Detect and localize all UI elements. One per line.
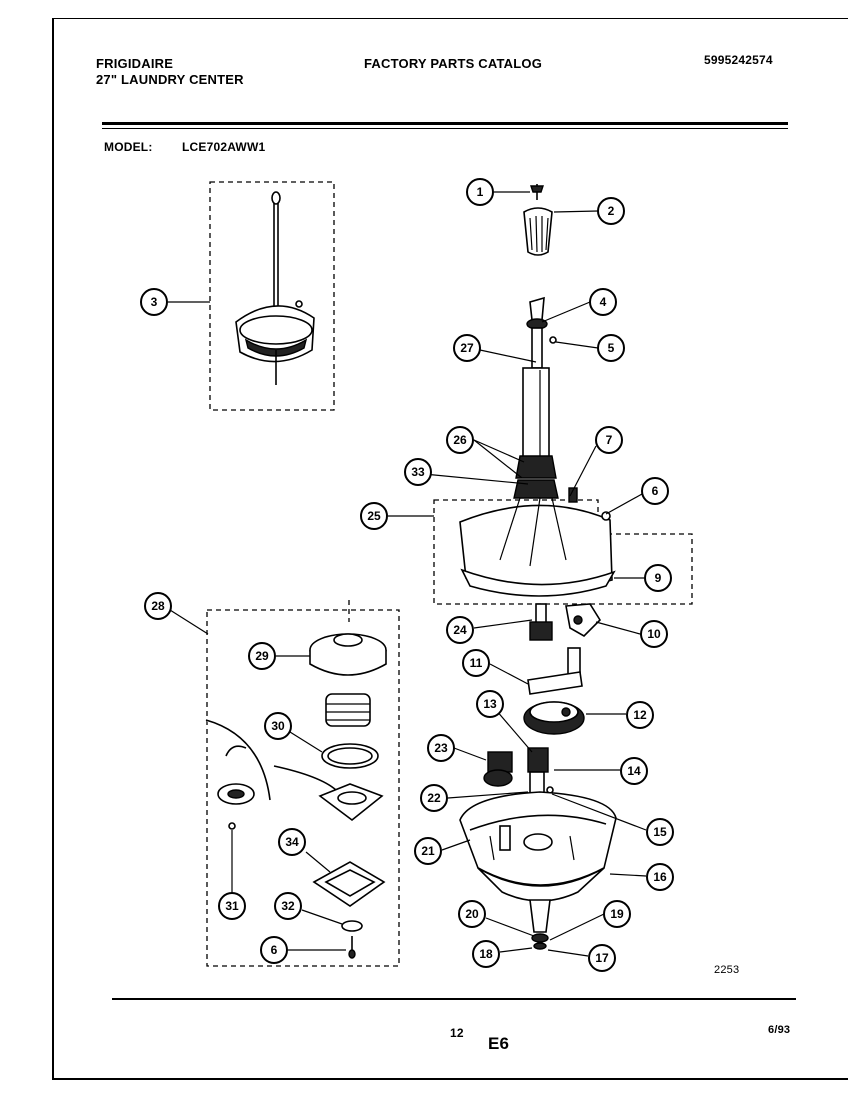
callout-2: 2 xyxy=(597,197,625,225)
model-value: LCE702AWW1 xyxy=(182,140,266,154)
svg-text:29: 29 xyxy=(255,649,269,663)
callout-16: 16 xyxy=(646,863,674,891)
svg-text:27: 27 xyxy=(460,341,474,355)
part-24-pinion xyxy=(529,603,553,641)
callout-10: 10 xyxy=(640,620,668,648)
part-10-cam xyxy=(565,603,602,637)
svg-text:17: 17 xyxy=(595,951,609,965)
callout-7: 7 xyxy=(595,426,623,454)
svg-text:21: 21 xyxy=(421,844,435,858)
callout-14: 14 xyxy=(620,757,648,785)
part-3-drive-assembly xyxy=(209,181,335,411)
svg-text:4: 4 xyxy=(600,295,607,309)
svg-text:11: 11 xyxy=(470,656,483,670)
svg-text:20: 20 xyxy=(465,907,479,921)
catalog-date: 6/93 xyxy=(768,1024,791,1036)
svg-text:15: 15 xyxy=(653,825,667,839)
part-2-cap xyxy=(523,207,553,256)
callout-34: 34 xyxy=(278,828,306,856)
svg-text:12: 12 xyxy=(633,708,647,722)
callout-20: 20 xyxy=(458,900,486,928)
svg-text:7: 7 xyxy=(606,433,613,447)
callout-23: 23 xyxy=(427,734,455,762)
svg-text:14: 14 xyxy=(627,764,641,778)
part-12-gear xyxy=(523,701,585,735)
callout-27: 27 xyxy=(453,334,481,362)
svg-text:16: 16 xyxy=(653,870,667,884)
svg-text:2: 2 xyxy=(608,204,615,218)
part-1-screw xyxy=(530,184,544,200)
callout-28: 28 xyxy=(144,592,172,620)
callout-26: 26 xyxy=(446,426,474,454)
header-brand-block: FRIGIDAIRE 27" LAUNDRY CENTER xyxy=(96,56,244,88)
svg-text:13: 13 xyxy=(483,697,497,711)
svg-text:31: 31 xyxy=(225,899,239,913)
footer-rule xyxy=(112,998,796,1000)
callout-24: 24 xyxy=(446,616,474,644)
section-code: E6 xyxy=(488,1034,510,1053)
callout-32: 32 xyxy=(274,892,302,920)
svg-text:28: 28 xyxy=(151,599,165,613)
leader-lines xyxy=(168,191,647,957)
svg-text:10: 10 xyxy=(647,627,661,641)
part-16-gearcase xyxy=(459,791,617,902)
svg-text:30: 30 xyxy=(271,719,285,733)
svg-text:6: 6 xyxy=(271,943,278,957)
parts-17-20-stack xyxy=(529,899,551,950)
svg-text:25: 25 xyxy=(367,509,381,523)
part-23-gear xyxy=(483,751,513,787)
callout-6-upper: 6 xyxy=(641,477,669,505)
model-label: MODEL: xyxy=(104,140,153,154)
callout-31: 31 xyxy=(218,892,246,920)
svg-text:26: 26 xyxy=(453,433,467,447)
svg-text:24: 24 xyxy=(453,623,467,637)
callout-11: 11 xyxy=(462,649,490,677)
callout-30: 30 xyxy=(264,712,292,740)
page-border xyxy=(52,18,848,1080)
callout-15: 15 xyxy=(646,818,674,846)
product-name: 27" LAUNDRY CENTER xyxy=(96,72,244,87)
callout-1: 1 xyxy=(466,178,494,206)
callout-6-lower: 6 xyxy=(260,936,288,964)
callout-12: 12 xyxy=(626,701,654,729)
svg-text:3: 3 xyxy=(151,295,158,309)
catalog-number: 5995242574 xyxy=(704,53,773,67)
callout-18: 18 xyxy=(472,940,500,968)
svg-text:9: 9 xyxy=(655,571,662,585)
part-28-assembly xyxy=(205,600,400,967)
callout-5: 5 xyxy=(597,334,625,362)
svg-text:18: 18 xyxy=(479,947,493,961)
svg-text:32: 32 xyxy=(281,899,295,913)
callout-21: 21 xyxy=(414,837,442,865)
callout-13: 13 xyxy=(476,690,504,718)
svg-text:1: 1 xyxy=(477,185,484,199)
callout-17: 17 xyxy=(588,944,616,972)
svg-text:5: 5 xyxy=(608,341,615,355)
svg-text:6: 6 xyxy=(652,484,659,498)
svg-text:19: 19 xyxy=(610,907,624,921)
callout-29: 29 xyxy=(248,642,276,670)
svg-text:34: 34 xyxy=(285,835,299,849)
figure-code: 2253 xyxy=(714,964,740,976)
callout-3: 3 xyxy=(140,288,168,316)
callout-9: 9 xyxy=(644,564,672,592)
svg-text:22: 22 xyxy=(427,791,441,805)
header-rule xyxy=(102,122,788,125)
part-11-link xyxy=(527,647,583,695)
svg-text:23: 23 xyxy=(434,741,448,755)
header-rule-thin xyxy=(102,128,788,129)
svg-text:33: 33 xyxy=(411,465,425,479)
callout-25: 25 xyxy=(360,502,388,530)
brand-name: FRIGIDAIRE xyxy=(96,56,174,71)
callout-22: 22 xyxy=(420,784,448,812)
part-25-housing xyxy=(433,487,693,605)
page-number: 12 xyxy=(450,1026,464,1040)
shaft-assembly xyxy=(513,296,559,499)
callout-4: 4 xyxy=(589,288,617,316)
catalog-title: FACTORY PARTS CATALOG xyxy=(364,56,543,71)
callout-19: 19 xyxy=(603,900,631,928)
callout-33: 33 xyxy=(404,458,432,486)
